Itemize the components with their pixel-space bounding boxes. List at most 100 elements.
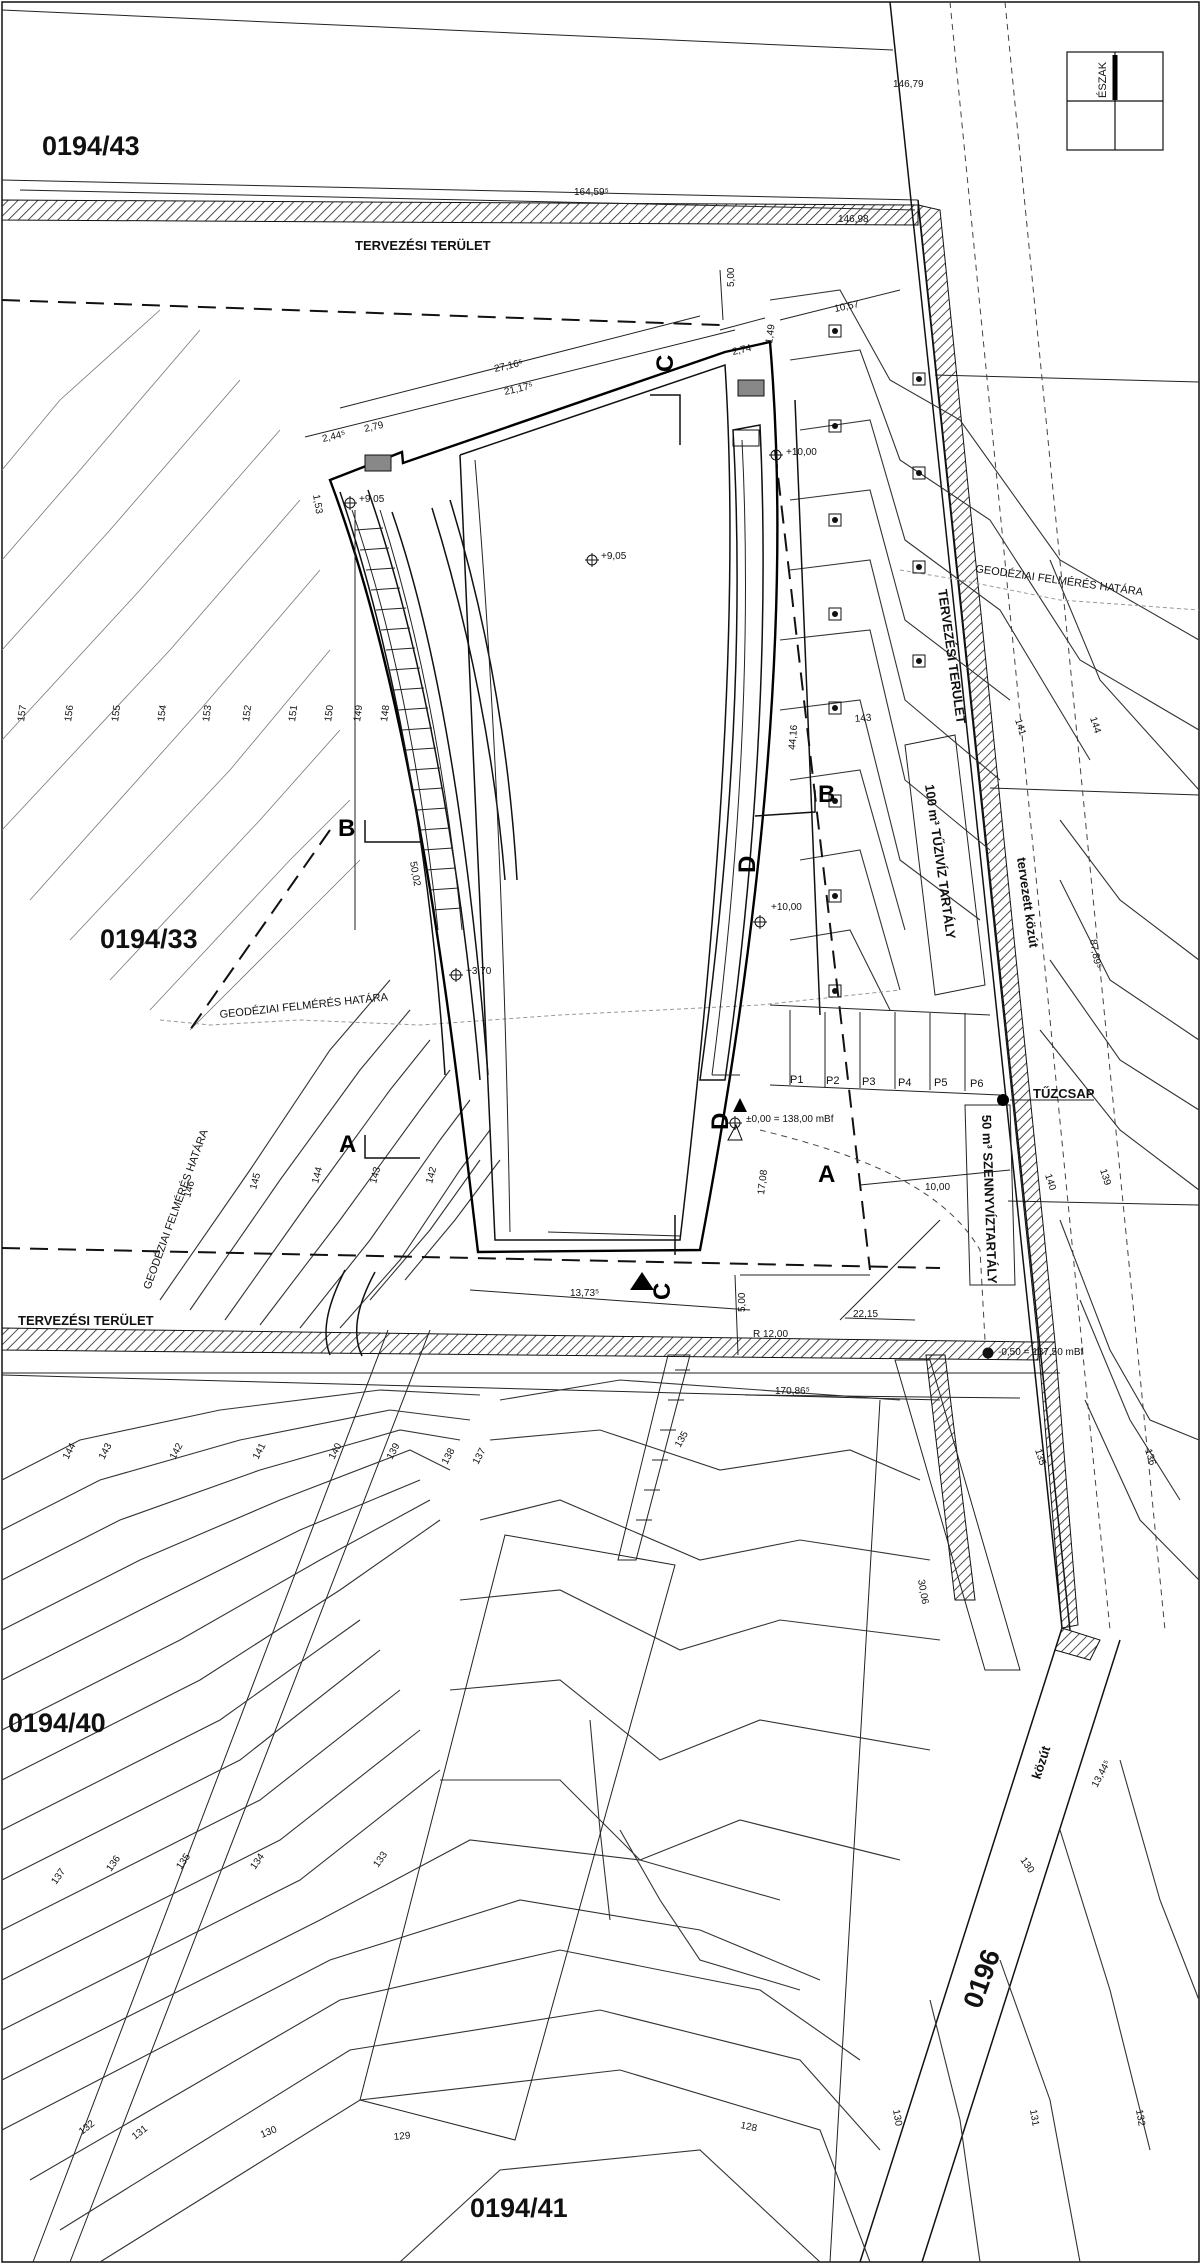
- svg-text:170,86⁵: 170,86⁵: [775, 1386, 810, 1397]
- level-markers: +9,05 +9,05 +10,00 +10,00 +3,70 ±0,00 = …: [343, 447, 1084, 1359]
- svg-text:+10,00: +10,00: [786, 447, 817, 458]
- svg-text:B: B: [338, 815, 355, 842]
- svg-text:157: 157: [16, 704, 29, 722]
- svg-text:A: A: [818, 1161, 835, 1188]
- svg-text:135: 135: [1032, 1448, 1048, 1468]
- svg-text:22,15: 22,15: [853, 1309, 878, 1320]
- svg-text:13,73⁵: 13,73⁵: [570, 1288, 599, 1299]
- parking-and-tanks: P1 P2 P3 P4 P5 P6 100 m³ TŰZIVÍZ TARTÁLY…: [740, 399, 1095, 1341]
- svg-text:P3: P3: [862, 1076, 875, 1088]
- svg-text:P6: P6: [970, 1078, 983, 1090]
- survey-boundary-label-east: GEODÉZIAI FELMÉRÉS HATÁRA: [975, 562, 1145, 599]
- svg-text:153: 153: [201, 704, 214, 722]
- svg-text:149: 149: [352, 704, 365, 722]
- svg-text:129: 129: [393, 2131, 411, 2143]
- level-marker-5: +3,70: [449, 966, 492, 982]
- parcel-0196: 0196: [957, 1945, 1006, 2012]
- level-marker-4: +10,00: [753, 902, 802, 929]
- svg-text:5,00: 5,00: [737, 1292, 748, 1312]
- svg-text:87,89⁵: 87,89⁵: [1087, 939, 1103, 970]
- level-marker-road: -0,50 = 137,50 mBf: [982, 1347, 1084, 1359]
- svg-text:145: 145: [248, 1171, 263, 1190]
- svg-text:A: A: [339, 1131, 356, 1158]
- svg-text:141: 141: [251, 1441, 269, 1461]
- svg-text:C: C: [652, 355, 679, 372]
- svg-text:146,79: 146,79: [893, 79, 924, 90]
- svg-text:+9,05: +9,05: [359, 494, 385, 505]
- svg-text:21,17⁵: 21,17⁵: [503, 381, 534, 398]
- svg-text:1,49: 1,49: [764, 323, 778, 344]
- svg-text:-0,50 = 137,50 mBf: -0,50 = 137,50 mBf: [998, 1347, 1084, 1358]
- svg-text:135: 135: [673, 1429, 691, 1449]
- svg-text:154: 154: [156, 704, 169, 722]
- svg-text:143: 143: [368, 1165, 383, 1184]
- svg-text:+9,05: +9,05: [601, 551, 627, 562]
- svg-text:144: 144: [310, 1165, 325, 1184]
- building-footprint: [328, 340, 779, 1254]
- parcel-0194-33: 0194/33: [100, 924, 198, 954]
- planned-road-label: tervezett közút: [1014, 856, 1042, 949]
- svg-text:136: 136: [1142, 1448, 1158, 1468]
- svg-text:10,00: 10,00: [925, 1182, 950, 1193]
- parcel-0194-41: 0194/41: [470, 2193, 568, 2223]
- svg-text:142: 142: [168, 1441, 186, 1461]
- svg-text:13,44⁵: 13,44⁵: [1090, 1758, 1113, 1789]
- svg-text:TŰZCSAP: TŰZCSAP: [1033, 1086, 1095, 1101]
- svg-text:144: 144: [61, 1441, 79, 1461]
- svg-text:44,16: 44,16: [787, 724, 800, 750]
- north-label: ÉSZAK: [1096, 61, 1109, 98]
- svg-text:140: 140: [327, 1441, 345, 1461]
- svg-text:164,59⁵: 164,59⁵: [574, 187, 609, 198]
- area-labels: TERVEZÉSI TERÜLET TERVEZÉSI TERÜLET TERV…: [18, 238, 1054, 1781]
- contour-lines: [1, 289, 1200, 2263]
- parcel-0194-43: 0194/43: [42, 131, 140, 161]
- svg-text:B: B: [818, 781, 835, 808]
- svg-text:2,44⁵: 2,44⁵: [321, 429, 346, 445]
- planning-area-label-south: TERVEZÉSI TERÜLET: [18, 1313, 154, 1328]
- level-marker-3: +10,00: [769, 447, 817, 462]
- svg-text:100 m³ TŰZIVÍZ TARTÁLY: 100 m³ TŰZIVÍZ TARTÁLY: [922, 783, 959, 940]
- north-arrow-box: ÉSZAK: [1066, 51, 1164, 151]
- tree-markers: [828, 324, 926, 998]
- svg-text:131: 131: [1027, 2109, 1041, 2128]
- svg-text:131: 131: [130, 2123, 150, 2142]
- svg-text:132: 132: [77, 2118, 97, 2137]
- svg-text:27,16⁵: 27,16⁵: [493, 358, 524, 375]
- parcel-labels: 0194/43 0194/33 0194/40 0194/41 0196: [8, 131, 1006, 2223]
- svg-text:130: 130: [1018, 1855, 1037, 1875]
- svg-text:148: 148: [379, 704, 392, 722]
- svg-text:135: 135: [174, 1851, 193, 1871]
- planning-area-boundary-hatch: [1, 199, 1101, 1661]
- survey-boundary: GEODÉZIAI FELMÉRÉS HATÁRA GEODÉZIAI FELM…: [141, 562, 1200, 1291]
- svg-text:142: 142: [424, 1165, 439, 1184]
- svg-text:2,79: 2,79: [363, 420, 385, 435]
- planning-dash-lines: [1, 299, 941, 1271]
- level-marker-1: +9,05: [343, 494, 385, 510]
- svg-text:139: 139: [1097, 1168, 1113, 1188]
- svg-text:±0,00 = 138,00 mBf: ±0,00 = 138,00 mBf: [746, 1114, 834, 1125]
- svg-text:2,74: 2,74: [731, 343, 753, 358]
- svg-text:50,02: 50,02: [407, 861, 422, 888]
- svg-text:146: 146: [182, 1179, 197, 1198]
- svg-text:156: 156: [63, 704, 76, 722]
- svg-text:155: 155: [110, 704, 123, 722]
- svg-text:R 12,00: R 12,00: [753, 1329, 788, 1340]
- svg-text:139: 139: [385, 1441, 403, 1461]
- road-label: közút: [1029, 1743, 1054, 1781]
- svg-text:10,57: 10,57: [833, 299, 860, 315]
- svg-text:137: 137: [49, 1866, 68, 1886]
- planning-area-label-north: TERVEZÉSI TERÜLET: [355, 238, 491, 253]
- svg-text:C: C: [649, 1283, 676, 1300]
- svg-text:138: 138: [440, 1446, 458, 1466]
- svg-text:140: 140: [1042, 1173, 1058, 1193]
- section-markers: B A A B C C D D: [338, 355, 835, 1300]
- svg-text:128: 128: [739, 2120, 758, 2134]
- svg-text:P2: P2: [826, 1075, 839, 1087]
- svg-text:132: 132: [1133, 2109, 1147, 2128]
- survey-boundary-label-sw: GEODÉZIAI FELMÉRÉS HATÁRA: [141, 1127, 211, 1291]
- level-marker-2: +9,05: [585, 551, 627, 567]
- svg-text:D: D: [734, 856, 761, 873]
- survey-boundary-label-west: GEODÉZIAI FELMÉRÉS HATÁRA: [219, 990, 389, 1021]
